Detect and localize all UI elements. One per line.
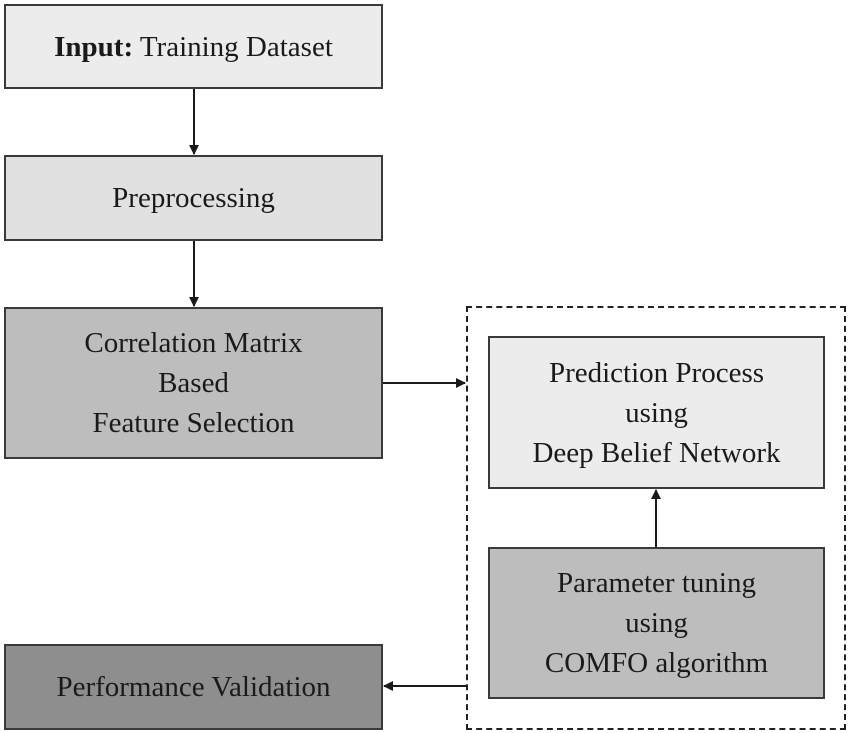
parameter-tuning-line-2: using: [625, 607, 688, 639]
feature-selection-line-2: Based: [158, 367, 229, 399]
prediction-line-1: Prediction Process: [548, 356, 765, 389]
prediction-line-3: Deep Belief Network: [532, 436, 781, 469]
prediction-node: Prediction Process using Deep Belief Net…: [488, 336, 825, 489]
performance-label: Performance Validation: [56, 671, 331, 703]
performance-node: Performance Validation: [4, 644, 383, 730]
feature-selection-line-1: Correlation Matrix: [84, 327, 303, 359]
input-node-bold-label: Input:: [54, 30, 134, 63]
parameter-tuning-node: Parameter tuning using COMFO algorithm: [488, 547, 825, 699]
input-node-label: Input: Training Dataset: [54, 27, 333, 67]
parameter-tuning-line-1: Parameter tuning: [557, 567, 756, 599]
input-node: Input: Training Dataset: [4, 4, 383, 89]
feature-selection-node: Correlation Matrix Based Feature Selecti…: [4, 307, 383, 459]
preprocessing-node: Preprocessing: [4, 155, 383, 241]
feature-selection-line-3: Feature Selection: [92, 407, 295, 439]
prediction-group-dashed-border: [466, 306, 846, 730]
input-node-text: Training Dataset: [139, 30, 333, 63]
prediction-line-2: using: [625, 396, 688, 429]
preprocessing-label: Preprocessing: [112, 182, 275, 214]
parameter-tuning-line-3: COMFO algorithm: [544, 647, 769, 679]
